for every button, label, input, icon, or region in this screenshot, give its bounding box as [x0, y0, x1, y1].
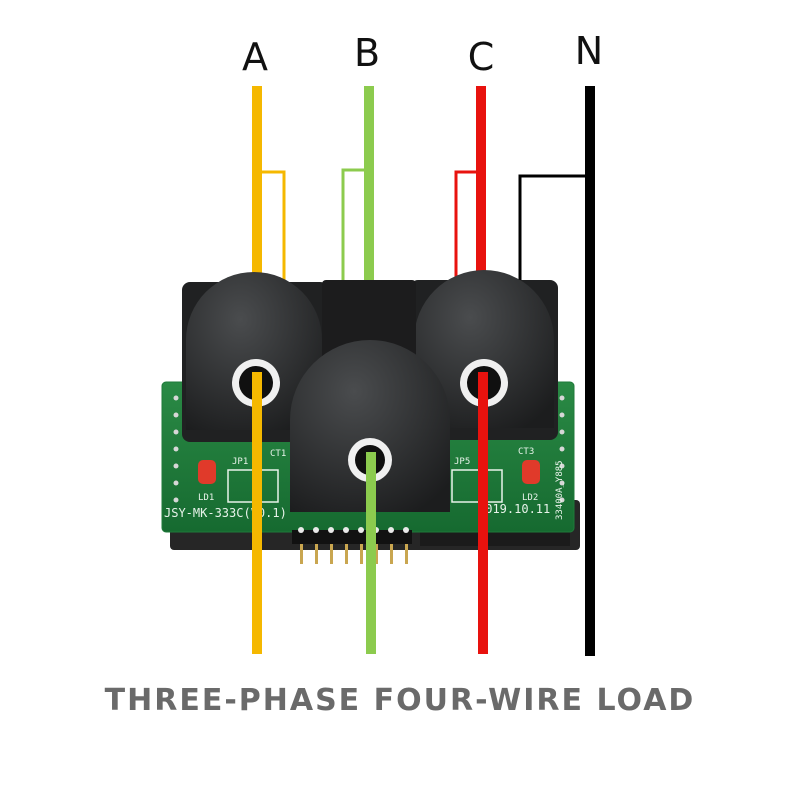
phase-label-b: B	[354, 31, 380, 75]
current-transformer-a	[182, 272, 328, 442]
wire-a-lower	[252, 372, 262, 654]
right-pads	[559, 395, 565, 503]
wire-b-upper	[364, 86, 374, 296]
ct-right-label: CT3	[518, 447, 534, 457]
board-date-label: 2019.10.11	[478, 502, 550, 516]
tap-wire-a	[262, 170, 286, 284]
wire-c-lower	[478, 372, 488, 654]
board-model-label: JSY-MK-333C(V0.1)	[164, 506, 287, 520]
tap-wire-n	[518, 174, 588, 282]
board-code-label: 33400A_Y885	[555, 460, 565, 520]
jumper-right-box	[451, 469, 503, 503]
jumper-right-label: JP5	[454, 457, 470, 467]
phase-label-a: A	[242, 35, 268, 79]
led-left-label: LD1	[198, 493, 214, 503]
wire-c-upper	[476, 86, 486, 286]
tap-wire-c	[454, 170, 476, 282]
tap-wire-b	[341, 168, 364, 282]
wire-n	[585, 86, 595, 656]
diagram-caption: THREE-PHASE FOUR-WIRE LOAD	[105, 683, 696, 718]
header-pins	[292, 527, 412, 564]
led-left-icon	[198, 460, 216, 484]
wire-a-upper	[252, 86, 262, 286]
ct-left-label: CT1	[270, 449, 286, 459]
left-pads	[173, 395, 179, 503]
wire-b-lower	[366, 452, 376, 654]
led-right-label: LD2	[522, 493, 538, 503]
jumper-left-label: JP1	[232, 457, 248, 467]
phase-label-c: C	[468, 35, 495, 79]
phase-label-n: N	[575, 29, 603, 73]
led-right-icon	[522, 460, 540, 484]
